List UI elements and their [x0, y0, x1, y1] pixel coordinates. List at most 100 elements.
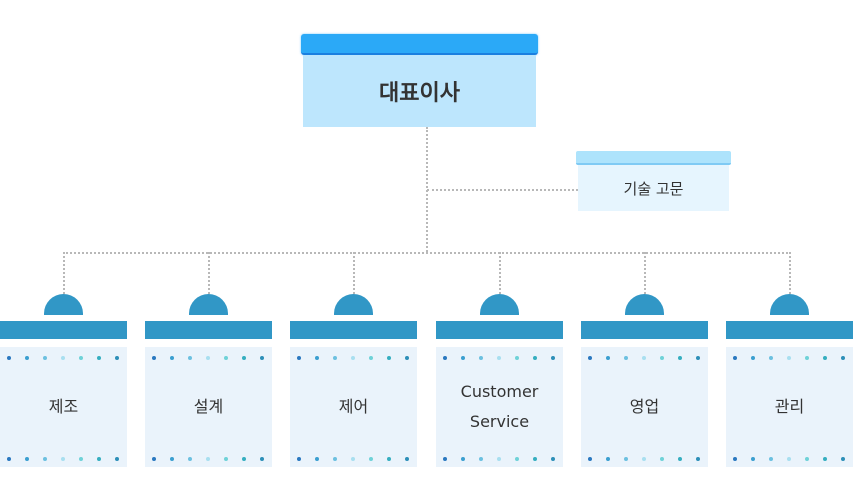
- department-dome: [44, 294, 83, 315]
- decorative-dot: [733, 457, 737, 461]
- decorative-dot: [497, 457, 501, 461]
- decorative-dot: [841, 356, 845, 360]
- decorative-dot: [533, 457, 537, 461]
- decorative-dot: [660, 356, 664, 360]
- department-node: 제어: [290, 294, 417, 467]
- department-label: 관리: [774, 397, 805, 416]
- decorative-dot: [479, 457, 483, 461]
- dot-row-top: [290, 356, 417, 360]
- department-header-bar: [145, 321, 272, 339]
- dot-row-top: [0, 356, 127, 360]
- decorative-dot: [224, 356, 228, 360]
- decorative-dot: [551, 457, 555, 461]
- decorative-dot: [660, 457, 664, 461]
- decorative-dot: [443, 457, 447, 461]
- advisor-node-label: 기술 고문: [578, 165, 729, 211]
- connector-advisor: [427, 189, 578, 191]
- department-label: 설계: [193, 397, 224, 416]
- dot-row-bottom: [726, 457, 853, 461]
- department-label: Customer Service: [460, 382, 539, 431]
- department-dome: [334, 294, 373, 315]
- decorative-dot: [461, 356, 465, 360]
- decorative-dot: [841, 457, 845, 461]
- decorative-dot: [787, 457, 791, 461]
- department-header-bar: [581, 321, 708, 339]
- dot-row-bottom: [0, 457, 127, 461]
- decorative-dot: [43, 356, 47, 360]
- decorative-dot: [387, 356, 391, 360]
- decorative-dot: [206, 356, 210, 360]
- root-node-header: [301, 34, 538, 55]
- decorative-dot: [7, 356, 11, 360]
- decorative-dot: [405, 356, 409, 360]
- department-label: 영업: [629, 397, 660, 416]
- decorative-dot: [351, 356, 355, 360]
- department-dome: [480, 294, 519, 315]
- department-header-bar: [436, 321, 563, 339]
- decorative-dot: [515, 457, 519, 461]
- decorative-dot: [805, 457, 809, 461]
- connector-departments: [63, 252, 791, 254]
- department-body: 제어: [290, 347, 417, 467]
- department-body: 관리: [726, 347, 853, 467]
- decorative-dot: [297, 356, 301, 360]
- decorative-dot: [369, 457, 373, 461]
- decorative-dot: [152, 356, 156, 360]
- root-node-label: 대표이사: [303, 55, 536, 127]
- decorative-dot: [533, 356, 537, 360]
- department-body: Customer Service: [436, 347, 563, 467]
- decorative-dot: [43, 457, 47, 461]
- dot-row-top: [581, 356, 708, 360]
- decorative-dot: [315, 457, 319, 461]
- department-header-bar: [0, 321, 127, 339]
- department-body: 설계: [145, 347, 272, 467]
- department-dome: [189, 294, 228, 315]
- decorative-dot: [805, 356, 809, 360]
- decorative-dot: [97, 457, 101, 461]
- connector-dept-4: [499, 252, 501, 294]
- decorative-dot: [405, 457, 409, 461]
- decorative-dot: [588, 356, 592, 360]
- connector-dept-5: [644, 252, 646, 294]
- decorative-dot: [624, 356, 628, 360]
- decorative-dot: [242, 356, 246, 360]
- department-dome: [770, 294, 809, 315]
- decorative-dot: [7, 457, 11, 461]
- decorative-dot: [79, 356, 83, 360]
- decorative-dot: [642, 356, 646, 360]
- decorative-dot: [260, 457, 264, 461]
- decorative-dot: [188, 356, 192, 360]
- department-header-bar: [290, 321, 417, 339]
- decorative-dot: [497, 356, 501, 360]
- decorative-dot: [224, 457, 228, 461]
- decorative-dot: [333, 356, 337, 360]
- decorative-dot: [242, 457, 246, 461]
- department-node: 제조: [0, 294, 127, 467]
- decorative-dot: [588, 457, 592, 461]
- decorative-dot: [479, 356, 483, 360]
- decorative-dot: [61, 356, 65, 360]
- department-node: Customer Service: [436, 294, 563, 467]
- decorative-dot: [25, 457, 29, 461]
- decorative-dot: [152, 457, 156, 461]
- department-label: 제어: [338, 397, 369, 416]
- decorative-dot: [387, 457, 391, 461]
- decorative-dot: [678, 356, 682, 360]
- decorative-dot: [696, 457, 700, 461]
- decorative-dot: [351, 457, 355, 461]
- decorative-dot: [624, 457, 628, 461]
- decorative-dot: [206, 457, 210, 461]
- dot-row-bottom: [290, 457, 417, 461]
- decorative-dot: [315, 356, 319, 360]
- decorative-dot: [79, 457, 83, 461]
- decorative-dot: [115, 356, 119, 360]
- advisor-node-header: [576, 151, 731, 165]
- dot-row-top: [726, 356, 853, 360]
- decorative-dot: [369, 356, 373, 360]
- decorative-dot: [333, 457, 337, 461]
- decorative-dot: [769, 356, 773, 360]
- department-body: 제조: [0, 347, 127, 467]
- dot-row-top: [145, 356, 272, 360]
- decorative-dot: [260, 356, 264, 360]
- decorative-dot: [751, 356, 755, 360]
